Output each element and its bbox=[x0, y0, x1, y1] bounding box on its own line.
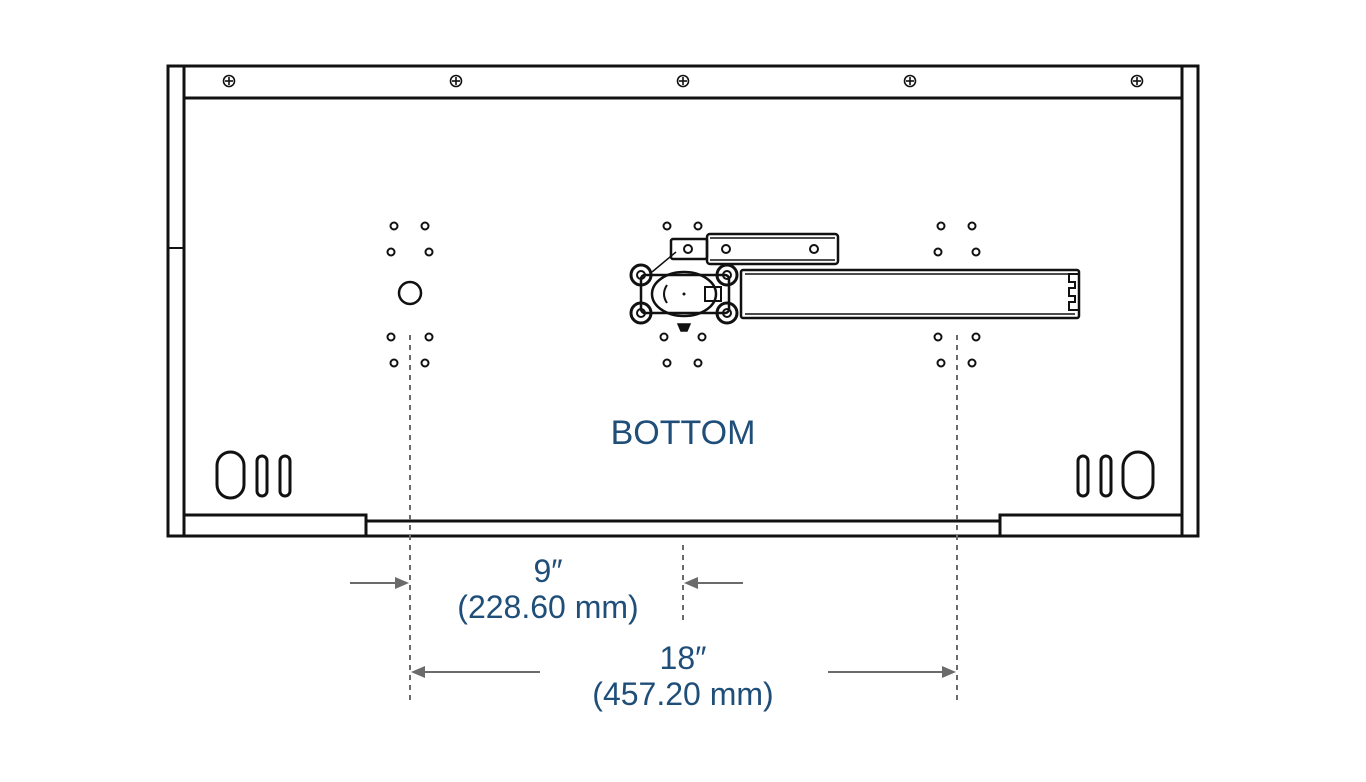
mount-plate bbox=[639, 273, 731, 315]
bottom-rail-left bbox=[184, 513, 368, 536]
bottom-rail-right bbox=[998, 513, 1182, 536]
cabinet-outer-frame bbox=[166, 64, 1200, 538]
mount-bracket bbox=[629, 232, 1081, 332]
screw-icon bbox=[903, 74, 917, 88]
vent-slots-left bbox=[215, 450, 292, 500]
screw-icon bbox=[449, 74, 463, 88]
mount-hub bbox=[650, 270, 718, 318]
bolt-icon bbox=[715, 301, 739, 325]
arrowhead-icon bbox=[942, 666, 956, 678]
cabinet-outline bbox=[166, 64, 1200, 538]
full-distance-metric: (457.20 mm) bbox=[592, 676, 773, 712]
mounting-holes-right bbox=[933, 221, 981, 368]
arrowheads bbox=[395, 577, 956, 678]
bolt-icon bbox=[629, 263, 653, 287]
bolt-icon bbox=[629, 301, 653, 325]
screw-icon bbox=[1130, 74, 1144, 88]
arrowhead-icon bbox=[395, 577, 409, 589]
screw-icon bbox=[676, 74, 690, 88]
half-distance-metric: (228.60 mm) bbox=[457, 589, 638, 625]
mounting-holes-center bbox=[659, 221, 707, 368]
arrowhead-icon bbox=[411, 666, 425, 678]
mounting-holes-left bbox=[386, 221, 434, 368]
vent-slots-right bbox=[1076, 450, 1155, 500]
bracket-tab bbox=[669, 237, 709, 261]
full-distance-imperial: 18″ bbox=[660, 640, 707, 676]
half-distance-imperial: 9″ bbox=[533, 553, 562, 589]
extension-arm bbox=[739, 268, 1081, 320]
arrowhead-icon bbox=[684, 577, 698, 589]
screw-icon bbox=[222, 74, 236, 88]
cable-hole bbox=[397, 280, 423, 306]
view-label: BOTTOM bbox=[611, 414, 756, 452]
bolt-icon bbox=[715, 263, 739, 287]
top-rail-screws bbox=[222, 74, 1144, 88]
